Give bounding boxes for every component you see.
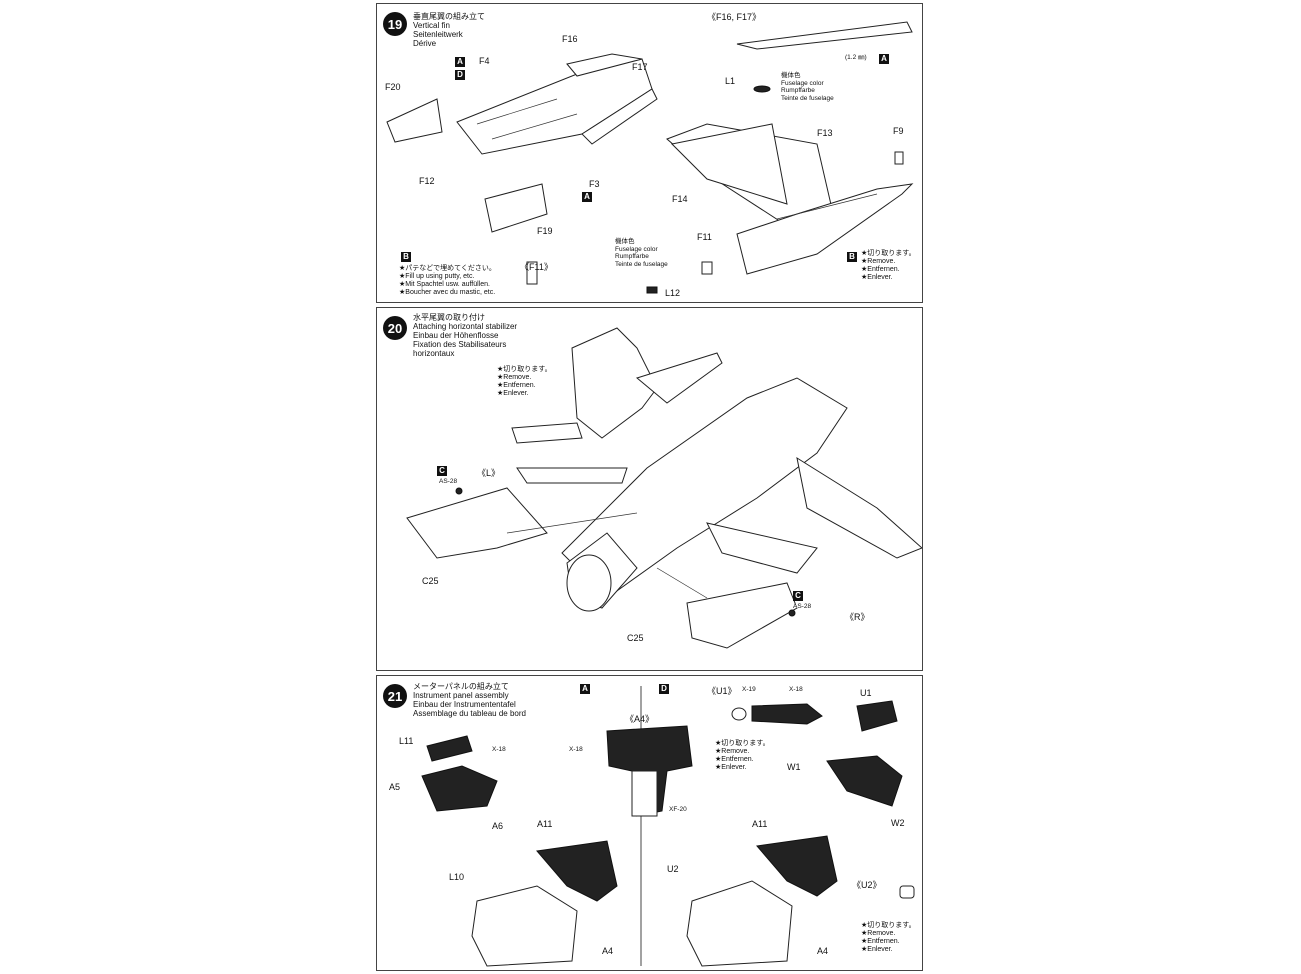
part-label: L12 — [665, 288, 681, 298]
part-label: 《F11》 — [520, 262, 553, 272]
paint-label: X-18 — [569, 746, 583, 753]
part-label: U1 — [860, 688, 872, 698]
part-box-label: 《U1》 — [707, 686, 737, 696]
part-label: L1 — [725, 76, 736, 86]
remove-note: ★切り取ります。★Remove. ★Entfernen.★Enlever. — [715, 740, 770, 771]
part-label: W2 — [891, 818, 905, 828]
part-label: F12 — [419, 176, 435, 186]
step-title: 垂直尾翼の組み立て Vertical fin Seitenleitwerk Dé… — [413, 12, 485, 48]
title-jp: 水平尾翼の取り付け — [413, 313, 485, 322]
step-20-drawing — [406, 327, 922, 649]
part-label: W1 — [787, 762, 801, 772]
part-label: 《F16, F17》 — [707, 12, 762, 22]
variant-badge: D — [659, 684, 669, 694]
side-label: 《L》 — [477, 468, 501, 478]
title-de: Seitenleitwerk — [413, 30, 463, 39]
step-21-panel: 21 メーターパネルの組み立て Instrument panel assembl… — [376, 675, 923, 971]
variant-badge: B — [401, 252, 411, 262]
part-label: F16 — [562, 34, 578, 44]
part-label: F20 — [385, 82, 401, 92]
variant-badge: B — [847, 252, 857, 262]
title-de: Einbau der Instrumententafel — [413, 700, 516, 709]
title-fr: Fixation des Stabilisateurs — [413, 340, 507, 349]
part-label: A6 — [492, 821, 504, 831]
part-label: C25 — [627, 633, 644, 643]
title-en: Attaching horizontal stabilizer — [413, 322, 518, 331]
size-label: (1.2 ㎜) — [845, 54, 867, 61]
variant-badge: A C D — [582, 192, 592, 221]
part-box-label: 《A4》 — [625, 714, 655, 724]
part-label: A11 — [752, 819, 768, 829]
part-label: F19 — [537, 226, 553, 236]
step-20-panel: 20 水平尾翼の取り付け Attaching horizontal stabil… — [376, 307, 923, 671]
putty-note: ★パテなどで埋めてください。★Fill up using putty, etc.… — [399, 265, 496, 296]
side-label: 《R》 — [845, 612, 870, 622]
part-label: F17 — [632, 62, 648, 72]
part-label: F3 — [589, 179, 600, 189]
part-label: C25 — [422, 576, 439, 586]
step-21-drawing — [421, 686, 915, 967]
title-fr: Dérive — [413, 39, 437, 48]
variant-badge: A C D — [879, 54, 889, 83]
title-fr-2: horizontaux — [413, 349, 455, 358]
variant-badge: A C — [455, 57, 465, 76]
variant-badge: C D — [793, 591, 803, 610]
title-en: Instrument panel assembly — [413, 691, 509, 700]
step-number: 21 — [383, 684, 407, 708]
part-label: A11 — [537, 819, 553, 829]
title-jp: 垂直尾翼の組み立て — [413, 12, 485, 21]
part-box-label: 《U2》 — [852, 880, 882, 890]
paint-label: X-19 — [742, 686, 756, 693]
step-title: 水平尾翼の取り付け Attaching horizontal stabilize… — [413, 313, 517, 358]
variant-badge: C D — [437, 466, 447, 485]
paint-label: X-18 — [789, 686, 803, 693]
part-label: U2 — [667, 864, 679, 874]
variant-badge: A B C — [580, 684, 590, 713]
part-label: L10 — [449, 872, 465, 882]
variant-badge: D — [455, 70, 465, 80]
step-number: 19 — [383, 12, 407, 36]
part-label: A4 — [602, 946, 614, 956]
step-19-panel: 19 垂直尾翼の組み立て Vertical fin Seitenleitwerk… — [376, 3, 923, 303]
paint-label: XF-20 — [669, 806, 687, 813]
title-jp: メーターパネルの組み立て — [413, 682, 509, 691]
part-label: F4 — [479, 56, 490, 66]
remove-note: ★切り取ります。★Remove. ★Entfernen.★Enlever. — [861, 922, 916, 953]
step-number: 20 — [383, 316, 407, 340]
part-label: F9 — [893, 126, 904, 136]
part-label: F13 — [817, 128, 833, 138]
paint-label: AS-28 — [793, 603, 812, 610]
part-label: A5 — [389, 782, 401, 792]
remove-note: ★切り取ります。★Remove. ★Entfernen.★Enlever. — [861, 250, 916, 281]
part-label: F14 — [672, 194, 688, 204]
step-19-drawing — [386, 21, 914, 294]
part-label: F11 — [697, 232, 712, 242]
title-en: Vertical fin — [413, 21, 450, 30]
remove-note: ★切り取ります。★Remove. ★Entfernen.★Enlever. — [497, 366, 552, 397]
title-fr: Assemblage du tableau de bord — [413, 709, 526, 718]
paint-label: X-18 — [492, 746, 506, 753]
part-label: A4 — [817, 946, 829, 956]
paint-label: AS-28 — [439, 478, 458, 485]
part-label: L11 — [399, 736, 414, 746]
step-title: メーターパネルの組み立て Instrument panel assembly E… — [413, 682, 526, 718]
title-de: Einbau der Höhenflosse — [413, 331, 499, 340]
